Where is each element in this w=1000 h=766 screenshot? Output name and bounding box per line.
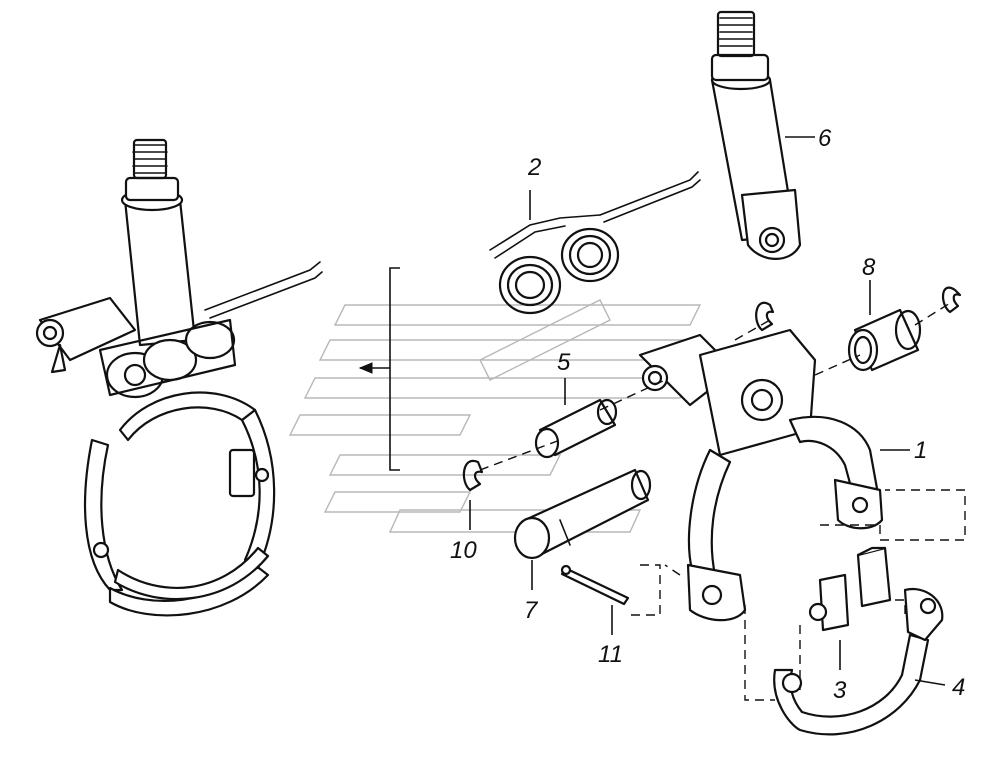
label-part-6: 6 <box>818 125 832 152</box>
part-2-spring <box>489 171 701 315</box>
label-part-10: 10 <box>450 537 477 564</box>
part-8-bushing <box>847 308 922 372</box>
label-part-2: 2 <box>527 154 541 181</box>
part-labels: 2 6 8 5 1 10 7 11 3 4 <box>450 125 965 704</box>
part-4-strap <box>773 587 944 736</box>
label-part-8: 8 <box>862 254 876 281</box>
label-part-4: 4 <box>952 674 965 701</box>
part-6-rod <box>710 10 802 260</box>
assembly-lines <box>479 299 966 701</box>
label-part-3: 3 <box>833 677 847 704</box>
label-part-5: 5 <box>557 349 571 376</box>
part-11-cotter <box>560 564 630 606</box>
part-1-fork <box>638 328 884 622</box>
label-part-11: 11 <box>598 641 623 668</box>
label-part-1: 1 <box>914 437 927 464</box>
part-7-pin <box>513 468 652 560</box>
assembly-bracket <box>358 267 400 471</box>
assembled-fork <box>35 138 323 617</box>
part-3-block <box>808 546 892 632</box>
leader-lines <box>469 136 946 686</box>
part-5-pin <box>534 398 618 459</box>
label-part-7: 7 <box>524 597 539 624</box>
retaining-rings <box>462 286 962 492</box>
